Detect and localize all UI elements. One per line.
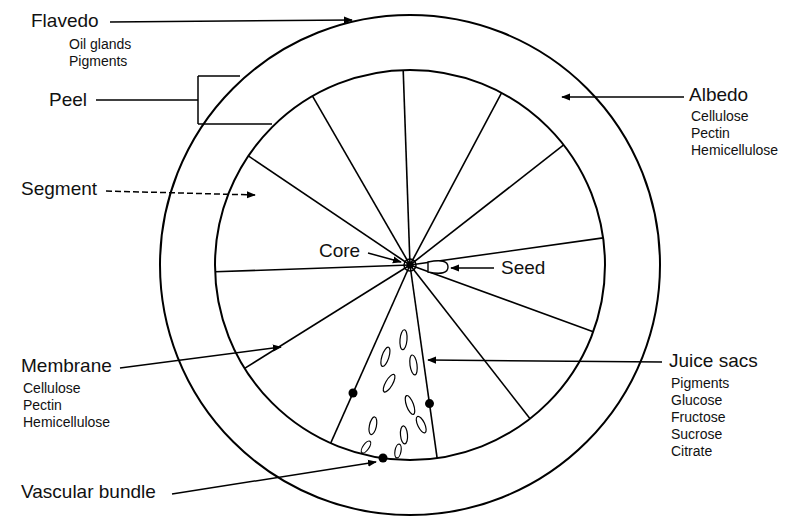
- part-label: Peel: [48, 89, 88, 111]
- part-label: Albedo: [688, 84, 749, 106]
- vascular-bundle-dot: [379, 454, 388, 463]
- part-label: Flavedo: [30, 10, 100, 32]
- part-label: Juice sacs: [668, 350, 759, 372]
- segment-membrane-line: [403, 70, 410, 265]
- segment-lines: [215, 70, 603, 458]
- component-label: Pigments: [670, 375, 730, 391]
- component-label: Cellulose: [690, 108, 750, 124]
- segment-membrane-line: [313, 96, 411, 265]
- component-label: Hemicellulose: [22, 414, 111, 430]
- component-label: Pigments: [68, 53, 128, 69]
- component-label: Sucrose: [670, 426, 723, 442]
- segment-membrane-line: [410, 93, 502, 265]
- segment-membrane-line: [331, 265, 410, 443]
- component-label: Cellulose: [22, 380, 82, 396]
- component-label: Oil glands: [68, 36, 132, 52]
- segment-membrane-line: [245, 265, 410, 368]
- part-label: Core: [318, 240, 361, 262]
- part-label: Vascular bundle: [20, 481, 157, 503]
- segment-membrane-line: [410, 265, 530, 419]
- component-label: Citrate: [670, 443, 713, 459]
- juice-sacs: [360, 329, 429, 458]
- part-label: Membrane: [20, 355, 113, 377]
- component-label: Hemicellulose: [690, 142, 779, 158]
- membrane-dot: [349, 389, 358, 398]
- leader-lines: [106, 20, 684, 494]
- component-label: Pectin: [690, 125, 731, 141]
- component-label: Fructose: [670, 409, 726, 425]
- inner-circle: [215, 70, 605, 460]
- seed-shape: [428, 261, 448, 273]
- component-label: Glucose: [670, 392, 723, 408]
- peel-bracket: [96, 76, 272, 124]
- segment-membrane-line: [248, 156, 410, 265]
- component-label: Pectin: [22, 397, 63, 413]
- outer-peel: [160, 15, 660, 515]
- segment-membrane-line: [215, 265, 410, 272]
- membrane-dot: [425, 399, 434, 408]
- part-label: Seed: [500, 257, 546, 279]
- core-ring: [404, 259, 416, 271]
- part-label: Segment: [20, 178, 98, 200]
- core-dot: [407, 262, 414, 269]
